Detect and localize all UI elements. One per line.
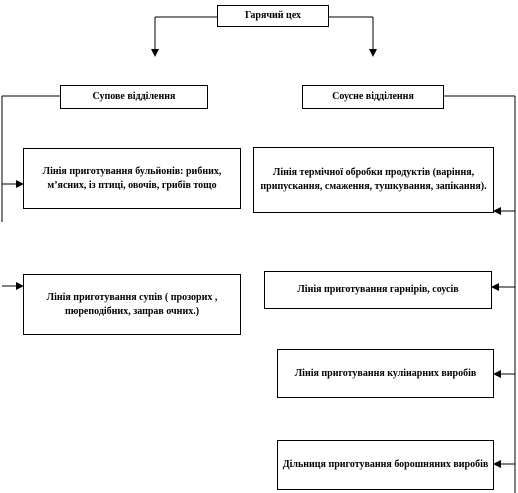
garnish-line-node: Лінія приготування гарнірів, соусів bbox=[264, 271, 492, 309]
flour-line-node: Дільниця приготування борошняних виробів bbox=[277, 440, 494, 490]
hot-shop-label: Гарячий цех bbox=[244, 10, 302, 21]
sauce-department-label: Соусне відділення bbox=[332, 91, 414, 102]
culinary-line-label: Лінія приготування кулінарних виробів bbox=[294, 367, 477, 379]
soup-line-label: Лінія приготування супів ( прозорих , пю… bbox=[46, 291, 218, 317]
broth-line-label: Лінія приготування бульйонів: рибних, м’… bbox=[42, 165, 222, 191]
soup-department-label: Супове відділення bbox=[92, 91, 176, 102]
garnish-line-label: Лінія приготування гарнірів, соусів bbox=[297, 284, 459, 295]
thermal-line-node: Лінія термічної обробки продуктів (варін… bbox=[253, 147, 494, 213]
soup-line-node: Лінія приготування супів ( прозорих , пю… bbox=[23, 274, 241, 335]
flour-line-label: Дільниця приготування борошняних виробів bbox=[282, 459, 489, 470]
hot-shop-node: Гарячий цех bbox=[217, 5, 329, 27]
thermal-line-label: Лінія термічної обробки продуктів (варін… bbox=[260, 167, 487, 192]
soup-department-node: Супове відділення bbox=[60, 85, 208, 109]
broth-line-node: Лінія приготування бульйонів: рибних, м’… bbox=[23, 148, 241, 209]
culinary-line-node: Лінія приготування кулінарних виробів bbox=[277, 349, 494, 398]
sauce-department-node: Соусне відділення bbox=[302, 85, 444, 109]
